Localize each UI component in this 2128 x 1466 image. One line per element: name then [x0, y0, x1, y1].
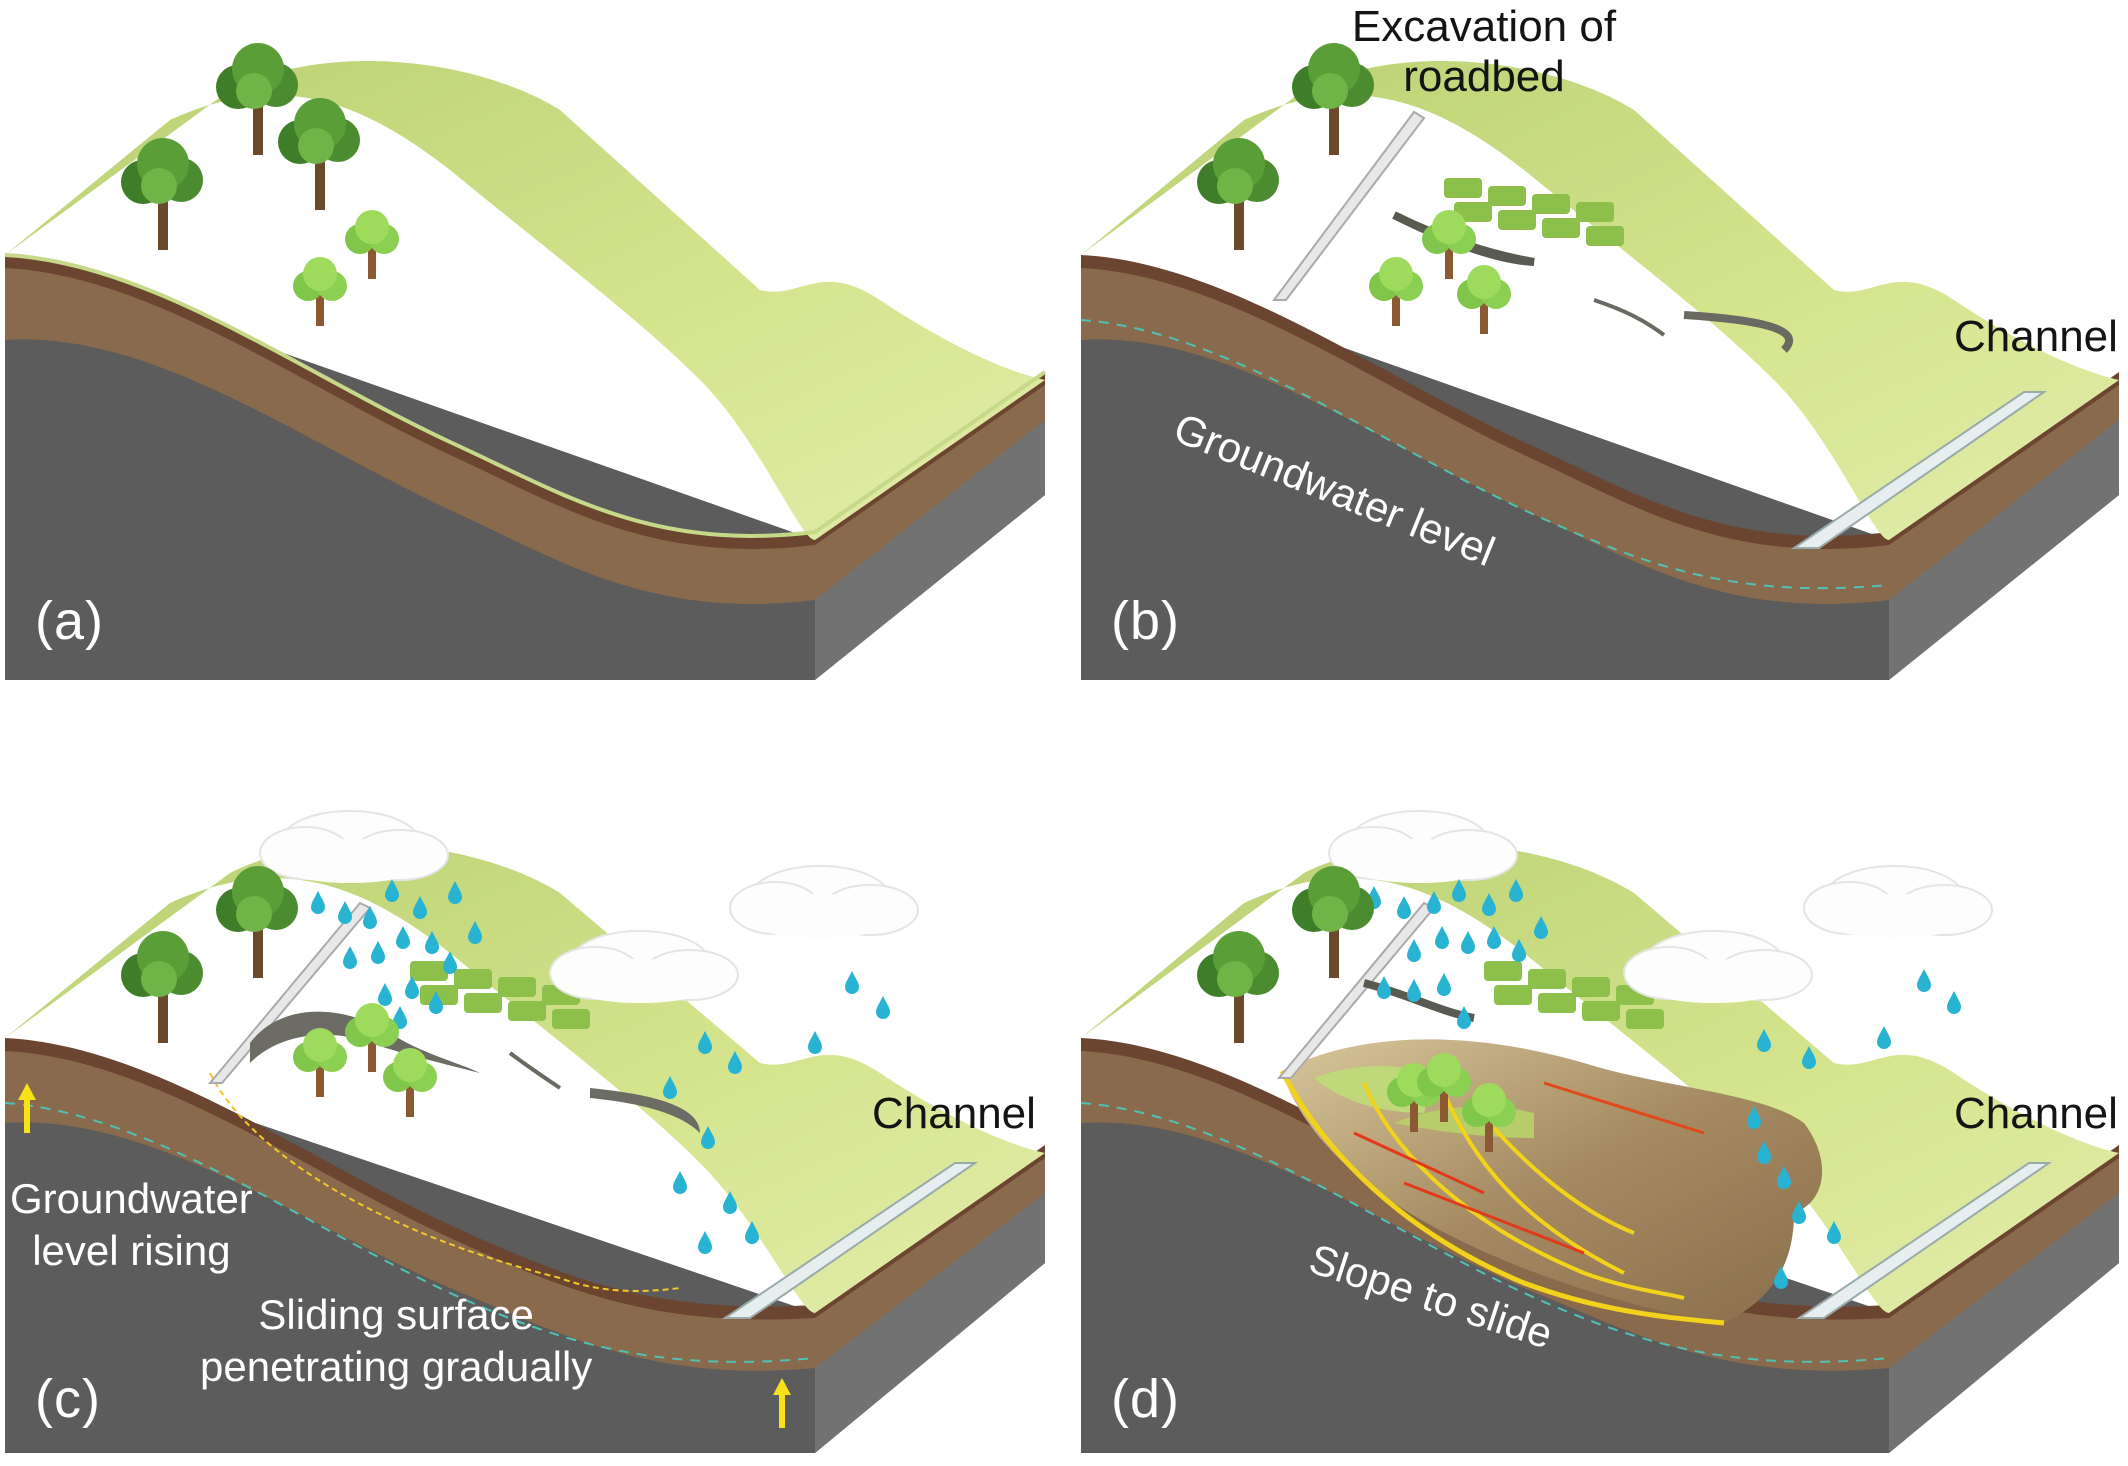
panel-label-d: (d) [1111, 1369, 1180, 1429]
tree-group [121, 43, 399, 326]
terrain-block [4, 61, 1047, 680]
up-arrow-icon [773, 1378, 791, 1428]
channel-label: Channel [1954, 1089, 2118, 1138]
terrain-block [4, 844, 1045, 1453]
panel-label-a: (a) [35, 591, 104, 651]
excavation-label: Excavation of roadbed [1351, 2, 1617, 101]
panel-b: Excavation of roadbed Channel Groundwate… [1064, 0, 2128, 733]
panel-c: Channel Groundwater level rising Sliding… [0, 733, 1064, 1466]
tree-group [1197, 43, 1511, 334]
sliding-surface-label: Sliding surface penetrating gradually [200, 1291, 593, 1390]
panel-label-c: (c) [35, 1369, 101, 1429]
channel-label: Channel [1954, 312, 2118, 361]
panel-label-b: (b) [1111, 591, 1180, 651]
panel-a: (a) [0, 0, 1064, 733]
groundwater-rising-label: Groundwater level rising [10, 1175, 253, 1274]
up-arrow-icon [18, 1083, 36, 1133]
terrain-block [1080, 61, 2119, 680]
channel-label: Channel [872, 1089, 1036, 1138]
panel-d: Channel Slope to slide (d) [1064, 733, 2128, 1466]
